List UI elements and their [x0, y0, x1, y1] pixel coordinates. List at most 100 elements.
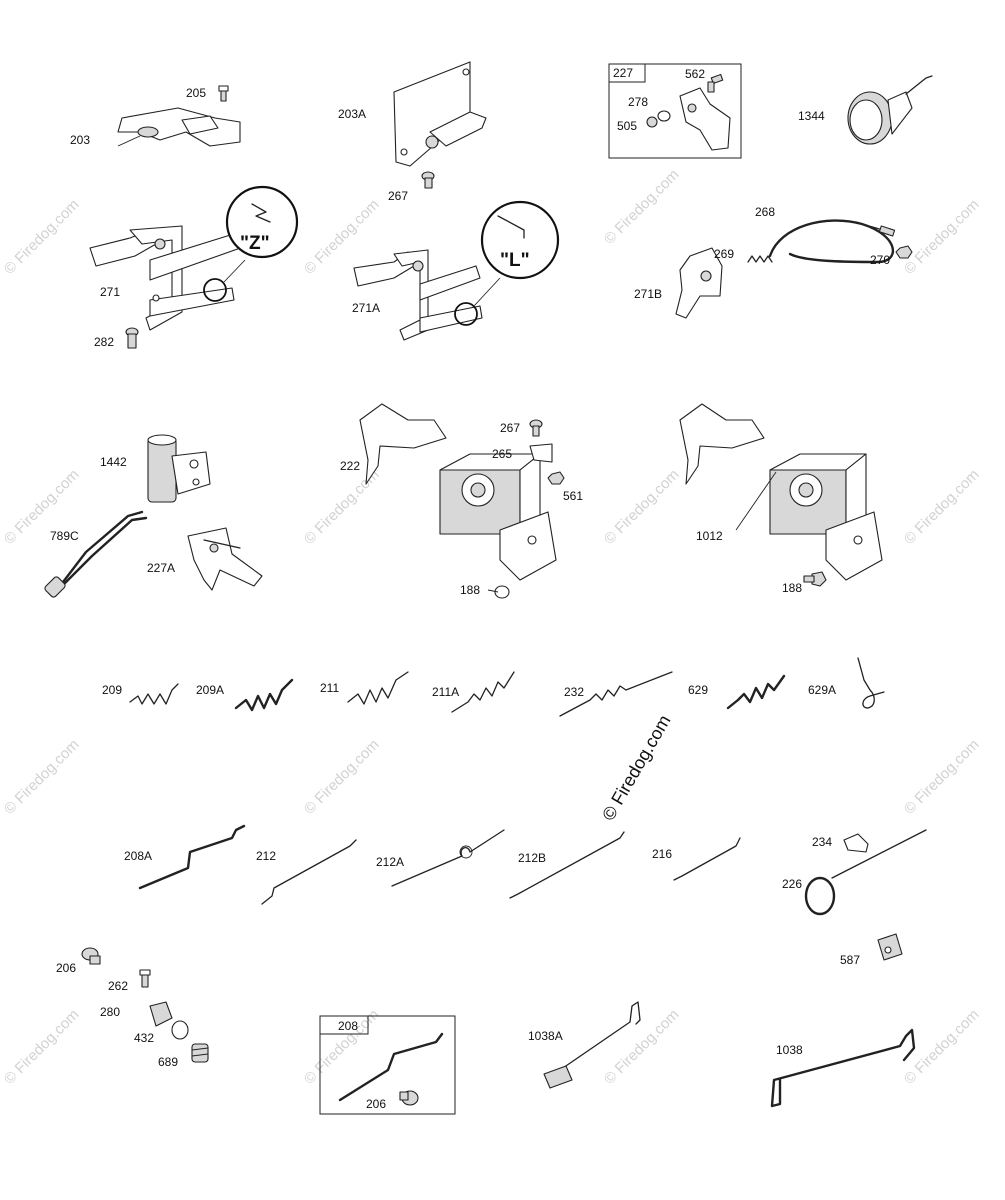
label-629A: 629A	[808, 683, 836, 697]
label-234: 234	[812, 835, 832, 849]
label-1012: 1012	[696, 529, 723, 543]
callout-circle-z	[225, 185, 299, 259]
part-203-throttle-bracket	[117, 107, 241, 147]
label-209A: 209A	[196, 683, 224, 697]
watermark: © Firedog.com	[601, 166, 683, 248]
label-1442: 1442	[100, 455, 127, 469]
kit-box-227	[608, 63, 742, 159]
label-227: 227	[613, 66, 633, 80]
part-270-nut-icon	[895, 245, 913, 259]
label-216: 216	[652, 847, 672, 861]
part-212B-link-icon	[509, 831, 625, 899]
part-222-control-bracket	[359, 403, 557, 581]
part-205-bolt-icon	[218, 85, 229, 102]
label-271: 271	[100, 285, 120, 299]
part-1012-control-bracket	[679, 403, 883, 581]
part-689-spring-icon	[191, 1043, 209, 1063]
label-269: 269	[714, 247, 734, 261]
watermark-layer: © Firedog.com © Firedog.com © Firedog.co…	[1, 166, 983, 1088]
part-211-spring-icon	[347, 671, 409, 705]
watermark: © Firedog.com	[601, 466, 683, 548]
center-watermark: © Firedog.com	[598, 712, 674, 824]
label-1038: 1038	[776, 1043, 803, 1057]
watermark: © Firedog.com	[1, 196, 83, 278]
watermark: © Firedog.com	[901, 196, 983, 278]
label-561: 561	[563, 489, 583, 503]
part-587-clip-icon	[877, 933, 903, 961]
label-278: 278	[628, 95, 648, 109]
label-270: 270	[870, 253, 890, 267]
label-232: 232	[564, 685, 584, 699]
part-505-nut-icon	[646, 116, 658, 128]
label-188-right: 188	[782, 581, 802, 595]
label-226: 226	[782, 877, 802, 891]
part-209A-spring-icon	[234, 678, 294, 712]
part-208A-governor-link	[138, 824, 246, 890]
part-211A-spring-icon	[451, 671, 515, 713]
label-203: 203	[70, 133, 90, 147]
label-209: 209	[102, 683, 122, 697]
part-271-control-lever	[89, 225, 247, 331]
label-789C: 789C	[50, 529, 79, 543]
label-271B: 271B	[634, 287, 662, 301]
part-561-nut-icon	[547, 471, 565, 485]
part-789C-wire-harness	[44, 510, 148, 598]
part-262-bolt-icon	[139, 969, 151, 988]
label-280: 280	[100, 1005, 120, 1019]
watermark: © Firedog.com	[1, 736, 83, 818]
part-267-bolt-icon	[421, 171, 435, 189]
part-208-governor-link	[338, 1032, 444, 1102]
label-689: 689	[158, 1055, 178, 1069]
part-265-clip-icon	[529, 443, 553, 463]
part-212-link-icon	[261, 839, 357, 905]
label-227A: 227A	[147, 561, 175, 575]
z-bend-icon	[251, 203, 271, 223]
label-211: 211	[320, 681, 339, 695]
part-206-screw-icon	[81, 947, 101, 965]
watermark: © Firedog.com	[301, 736, 383, 818]
label-432: 432	[134, 1031, 154, 1045]
watermark: © Firedog.com	[901, 466, 983, 548]
label-505: 505	[617, 119, 637, 133]
label-222: 222	[340, 459, 360, 473]
part-188-bolt-icon	[803, 571, 827, 587]
part-227-throttle-lever	[679, 87, 731, 151]
part-227A-governor-linkage	[187, 527, 263, 591]
label-267-upper: 267	[388, 189, 408, 203]
label-587: 587	[840, 953, 860, 967]
label-629: 629	[688, 683, 708, 697]
label-268: 268	[755, 205, 775, 219]
callout-circle-l	[480, 200, 560, 280]
part-629A-torsion-spring-icon	[857, 657, 885, 709]
label-206-kit: 206	[366, 1097, 386, 1111]
part-629-spring-icon	[726, 674, 786, 710]
part-269-spring-icon	[747, 255, 773, 263]
part-1038-choke-link	[770, 1028, 916, 1108]
part-562-bolt-icon	[707, 73, 724, 93]
l-bend-icon	[497, 215, 525, 239]
part-1344-choke-knob	[847, 75, 933, 145]
part-188-screw-icon	[487, 585, 510, 599]
part-271A-control-lever	[353, 249, 483, 341]
part-271B-lever	[675, 247, 723, 319]
label-212: 212	[256, 849, 276, 863]
watermark: © Firedog.com	[601, 1006, 683, 1088]
watermark: © Firedog.com	[901, 736, 983, 818]
part-282-bolt-icon	[125, 327, 139, 349]
label-208: 208	[338, 1019, 358, 1033]
callout-leader-z	[223, 259, 246, 283]
part-226-link-with-loop	[804, 829, 927, 916]
part-203A-control-plate	[393, 61, 487, 167]
part-432-bushing-icon	[171, 1020, 189, 1040]
callout-l-label: "L"	[500, 250, 530, 271]
label-562: 562	[685, 67, 705, 81]
label-212A: 212A	[376, 855, 404, 869]
part-209-spring-icon	[129, 683, 179, 705]
leader-1012	[735, 471, 777, 531]
part-212A-link-icon	[391, 829, 505, 887]
label-188-left: 188	[460, 583, 480, 597]
label-282: 282	[94, 335, 114, 349]
callout-ring-z	[203, 278, 227, 302]
kit-box-208	[319, 1015, 456, 1115]
